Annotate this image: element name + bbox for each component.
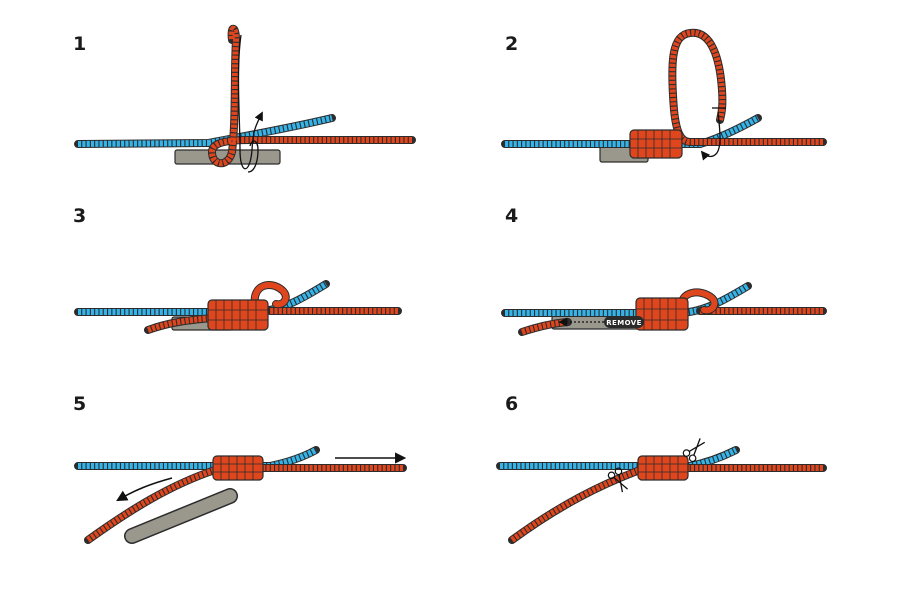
tube: [124, 488, 238, 544]
blue-line: [74, 446, 320, 470]
step-4-panel: 4 REMOVE: [501, 205, 827, 336]
scissors-icon: [682, 438, 706, 463]
step-6-panel: 6: [496, 393, 827, 544]
wrap-arrow-icon: [237, 34, 263, 173]
scissors-icon: [607, 467, 629, 493]
coil-wraps: [637, 455, 689, 481]
step-6-number: 6: [505, 393, 518, 415]
coil-wraps: [207, 281, 290, 331]
red-line: [144, 307, 402, 334]
remove-label: REMOVE: [606, 319, 642, 327]
remove-arrow-icon: REMOVE: [558, 316, 644, 328]
thread-arrow-icon: [700, 107, 726, 161]
red-line: [508, 464, 827, 544]
step-4-number: 4: [505, 205, 518, 227]
coil-wraps: [629, 129, 683, 159]
step-2-number: 2: [505, 33, 518, 55]
step-5-number: 5: [73, 393, 86, 415]
step-1-number: 1: [73, 33, 86, 55]
red-line: [207, 24, 416, 168]
coil-wraps: [212, 455, 264, 481]
coil-wraps: [635, 288, 719, 331]
pull-arrow-left-icon: [116, 477, 173, 502]
red-line: [84, 464, 407, 544]
step-5-panel: 5: [73, 393, 407, 544]
step-2-panel: 2: [501, 28, 827, 163]
red-line: [668, 28, 827, 146]
step-1-panel: 1: [73, 24, 416, 173]
step-3-panel: 3: [73, 205, 402, 334]
blue-line: [496, 446, 740, 470]
step-3-number: 3: [73, 205, 86, 227]
